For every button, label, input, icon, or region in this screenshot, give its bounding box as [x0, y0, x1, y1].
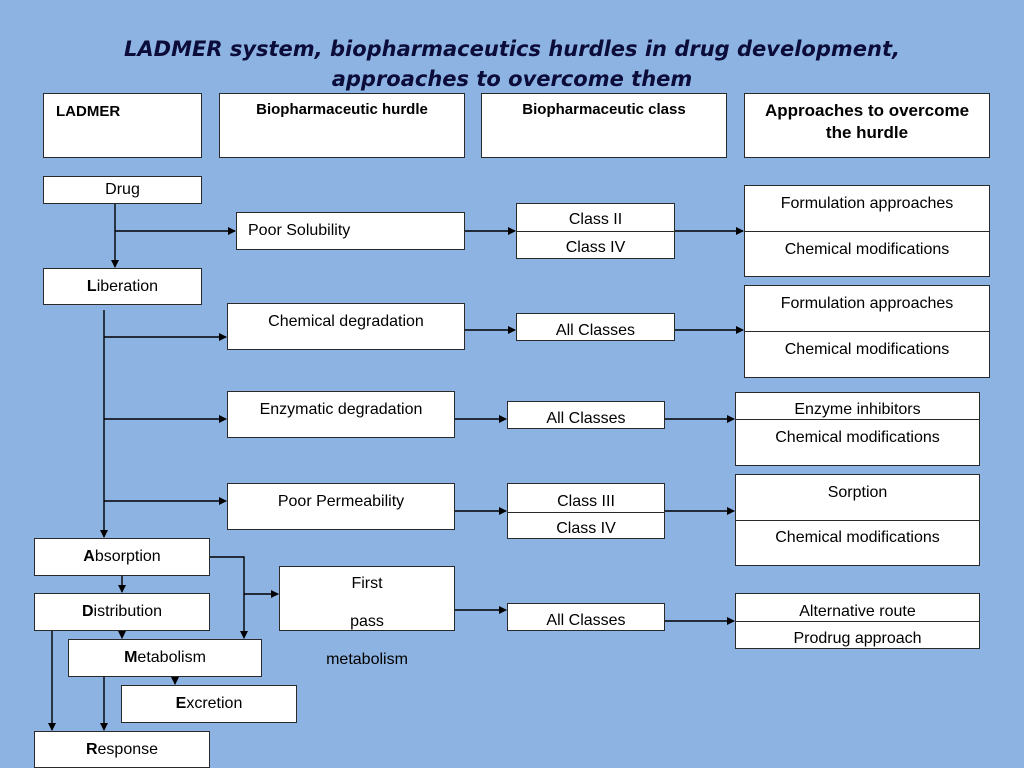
- header-class: Biopharmaceutic class: [481, 93, 727, 158]
- approaches-solubility: Formulation approaches Chemical modifica…: [744, 185, 990, 277]
- divider: [745, 331, 989, 332]
- hurdle-poor-solubility: Poor Solubility: [236, 212, 465, 250]
- excretion-initial: E: [175, 695, 187, 712]
- first-pass-line-2: pass: [350, 613, 384, 630]
- hurdle-poor-permeability: Poor Permeability: [227, 483, 455, 530]
- hurdle-first-pass-box: [279, 566, 455, 631]
- approaches-permeability: Sorption Chemical modifications: [735, 474, 980, 566]
- drug-box: Drug: [43, 176, 202, 204]
- metabolism-initial: M: [124, 649, 138, 666]
- divider: [736, 621, 979, 622]
- approach-enz-1: Enzyme inhibitors: [794, 401, 921, 418]
- header-hurdle: Biopharmaceutic hurdle: [219, 93, 465, 158]
- approach-solubility-1: Formulation approaches: [780, 195, 954, 212]
- approaches-enzymatic-degradation: Enzyme inhibitors Chemical modifications: [735, 392, 980, 466]
- hurdle-chemical-degradation: Chemical degradation: [227, 303, 465, 350]
- approach-fp-2: Prodrug approach: [793, 630, 922, 647]
- class-solubility-2: Class IV: [565, 239, 626, 256]
- class-chemical-degradation: All Classes: [516, 313, 675, 341]
- class-permeability-1: Class III: [557, 493, 615, 510]
- distribution-box: Distribution: [34, 593, 210, 631]
- absorption-initial: A: [83, 548, 95, 565]
- approach-solubility-2: Chemical modifications: [784, 241, 950, 258]
- divider: [736, 419, 979, 420]
- class-permeability: Class III Class IV: [507, 483, 665, 539]
- class-solubility: Class II Class IV: [516, 203, 675, 259]
- approach-chem-1: Formulation approaches: [780, 295, 954, 312]
- liberation-box: Liberation: [43, 268, 202, 305]
- excretion-box: Excretion: [121, 685, 297, 723]
- metabolism-rest: etabolism: [137, 649, 206, 666]
- divider: [517, 231, 674, 232]
- class-solubility-1: Class II: [568, 211, 623, 228]
- distribution-initial: D: [81, 603, 94, 620]
- approach-enz-2: Chemical modifications: [775, 429, 940, 446]
- arrow-absorption-metabolism: [210, 556, 248, 639]
- header-approaches: Approaches to overcome the hurdle: [744, 93, 990, 158]
- divider: [736, 520, 979, 521]
- approach-perm-2: Chemical modifications: [775, 529, 940, 546]
- slide-title: LADMER system, biopharmaceutics hurdles …: [124, 37, 900, 91]
- distribution-rest: istribution: [93, 603, 163, 620]
- divider: [508, 512, 664, 513]
- header-ladmer: LADMER: [43, 93, 202, 158]
- first-pass-line-1: First: [351, 575, 383, 592]
- response-rest: esponse: [97, 741, 159, 758]
- metabolism-box: Metabolism: [68, 639, 262, 677]
- excretion-rest: xcretion: [186, 695, 243, 712]
- hurdle-enzymatic-degradation: Enzymatic degradation: [227, 391, 455, 438]
- first-pass-line-3: metabolism: [326, 651, 408, 668]
- approaches-first-pass: Alternative route Prodrug approach: [735, 593, 980, 649]
- approach-chem-2: Chemical modifications: [784, 341, 950, 358]
- class-permeability-2: Class IV: [556, 520, 616, 537]
- liberation-initial: L: [86, 278, 97, 295]
- approaches-chemical-degradation: Formulation approaches Chemical modifica…: [744, 285, 990, 378]
- approach-perm-1: Sorption: [827, 484, 888, 501]
- absorption-rest: bsorption: [94, 548, 161, 565]
- absorption-box: Absorption: [34, 538, 210, 576]
- divider: [745, 231, 989, 232]
- approach-fp-1: Alternative route: [799, 603, 916, 620]
- class-first-pass: All Classes: [507, 603, 665, 631]
- response-initial: R: [85, 741, 98, 758]
- liberation-rest: iberation: [96, 278, 159, 295]
- class-enzymatic-degradation: All Classes: [507, 401, 665, 429]
